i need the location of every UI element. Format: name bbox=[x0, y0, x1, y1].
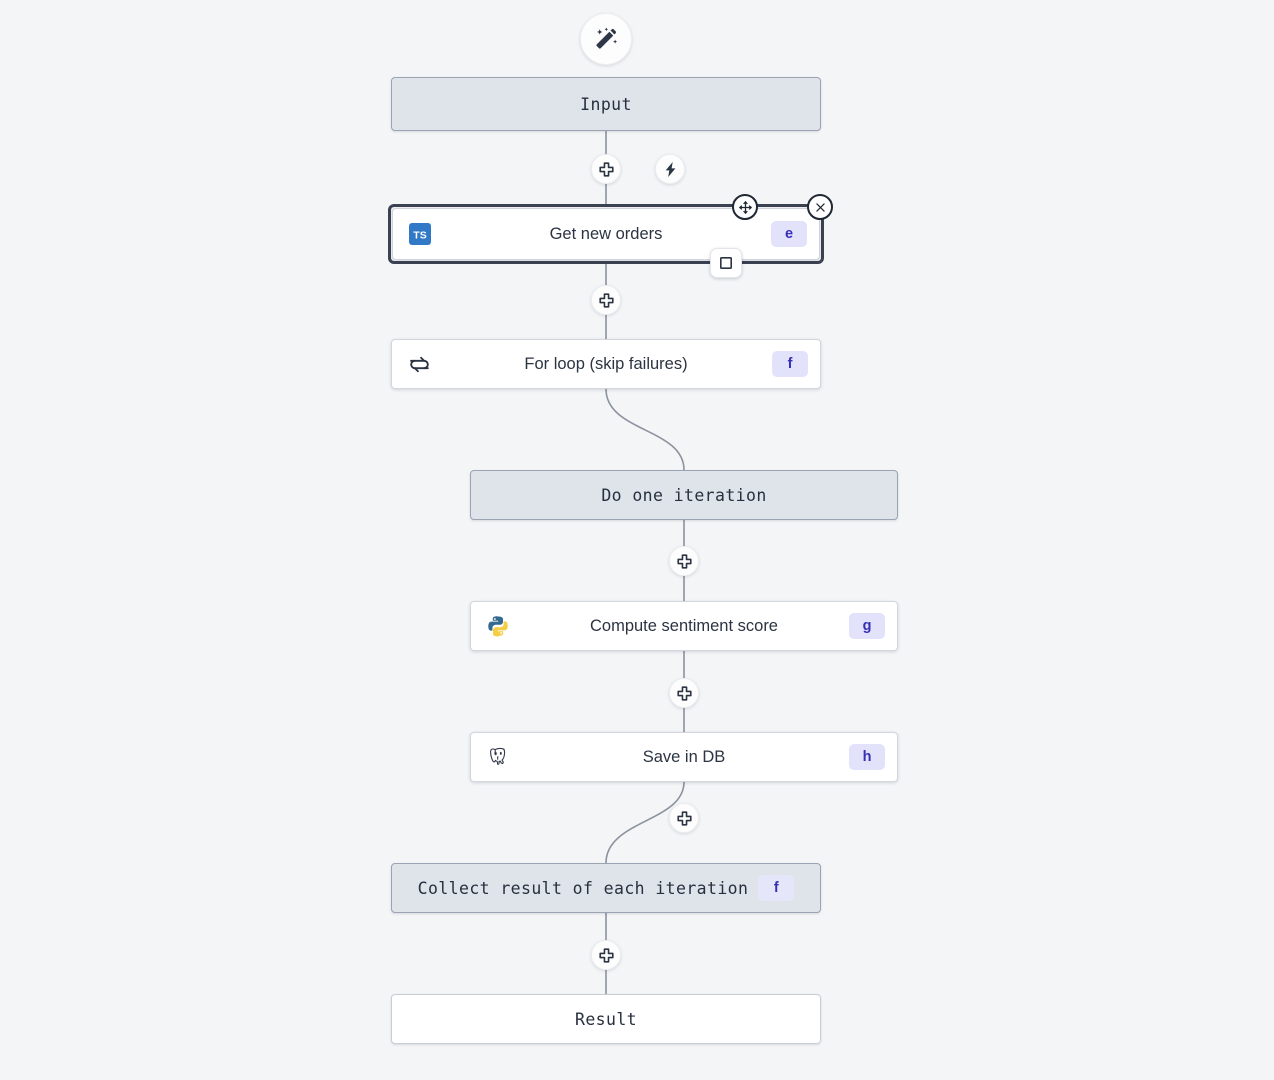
node-get-new-orders-body[interactable]: TS Get new orders e bbox=[392, 208, 820, 260]
svg-text:TS: TS bbox=[413, 230, 426, 242]
node-get-new-orders-badge: e bbox=[771, 221, 807, 247]
node-for-loop-badge: f bbox=[772, 351, 808, 377]
node-collect-result-body[interactable]: Collect result of each iteration f bbox=[391, 863, 821, 913]
node-compute-sentiment-score-badge: g bbox=[849, 613, 885, 639]
node-collect-result-label: Collect result of each iteration bbox=[417, 878, 749, 898]
node-collect-result-badge: f bbox=[758, 875, 795, 901]
node-compute-sentiment-score-label: Compute sentiment score bbox=[589, 616, 778, 635]
node-input[interactable]: Input bbox=[391, 77, 821, 131]
node-move-handle[interactable] bbox=[732, 194, 758, 220]
node-do-one-iteration-label: Do one iteration bbox=[601, 485, 767, 505]
insert-step-button-after-collect-result[interactable] bbox=[591, 940, 621, 970]
python-icon bbox=[485, 613, 511, 639]
node-compute-sentiment-score-body[interactable]: Compute sentiment score g bbox=[470, 601, 898, 651]
node-collect-result[interactable]: Collect result of each iteration f bbox=[391, 863, 821, 913]
move-icon bbox=[738, 200, 753, 215]
plus-icon bbox=[598, 947, 615, 964]
insert-trigger-button-after-input[interactable] bbox=[655, 154, 685, 184]
node-do-one-iteration-body[interactable]: Do one iteration bbox=[470, 470, 898, 520]
node-result-label: Result bbox=[574, 1009, 637, 1029]
edge-for-loop-to-do-one-iteration bbox=[605, 388, 685, 471]
node-get-new-orders-label: Get new orders bbox=[549, 224, 663, 243]
magic-wand-icon bbox=[593, 26, 619, 52]
typescript-icon: TS bbox=[407, 221, 433, 247]
plus-icon bbox=[598, 292, 615, 309]
insert-step-button-after-input[interactable] bbox=[591, 154, 621, 184]
square-icon bbox=[718, 255, 734, 271]
insert-step-button-after-do-one-iteration[interactable] bbox=[669, 546, 699, 576]
node-result-body[interactable]: Result bbox=[391, 994, 821, 1044]
plus-icon bbox=[676, 553, 693, 570]
ai-assist-button[interactable] bbox=[580, 13, 632, 65]
close-icon bbox=[814, 201, 827, 214]
node-save-in-db-label: Save in DB bbox=[642, 747, 726, 766]
node-for-loop[interactable]: For loop (skip failures) f bbox=[391, 339, 821, 389]
node-save-in-db-badge: h bbox=[849, 744, 885, 770]
postgresql-icon bbox=[485, 744, 511, 770]
node-compute-sentiment-score[interactable]: Compute sentiment score g bbox=[470, 601, 898, 651]
node-close-button[interactable] bbox=[807, 194, 833, 220]
lightning-icon bbox=[662, 161, 679, 178]
insert-step-button-after-get-new-orders[interactable] bbox=[591, 285, 621, 315]
node-for-loop-label: For loop (skip failures) bbox=[524, 354, 688, 373]
node-for-loop-body[interactable]: For loop (skip failures) f bbox=[391, 339, 821, 389]
loop-icon bbox=[406, 351, 432, 377]
node-result[interactable]: Result bbox=[391, 994, 821, 1044]
insert-step-button-after-compute-sentiment-score[interactable] bbox=[669, 678, 699, 708]
plus-icon bbox=[598, 161, 615, 178]
node-save-in-db-body[interactable]: Save in DB h bbox=[470, 732, 898, 782]
node-collapse-button[interactable] bbox=[710, 248, 742, 278]
node-get-new-orders[interactable]: TS Get new orders e bbox=[388, 204, 824, 264]
plus-icon bbox=[676, 810, 693, 827]
node-save-in-db[interactable]: Save in DB h bbox=[470, 732, 898, 782]
insert-step-button-after-save-in-db[interactable] bbox=[669, 803, 699, 833]
node-input-body[interactable]: Input bbox=[391, 77, 821, 131]
plus-icon bbox=[676, 685, 693, 702]
node-input-label: Input bbox=[580, 94, 632, 114]
node-do-one-iteration[interactable]: Do one iteration bbox=[470, 470, 898, 520]
